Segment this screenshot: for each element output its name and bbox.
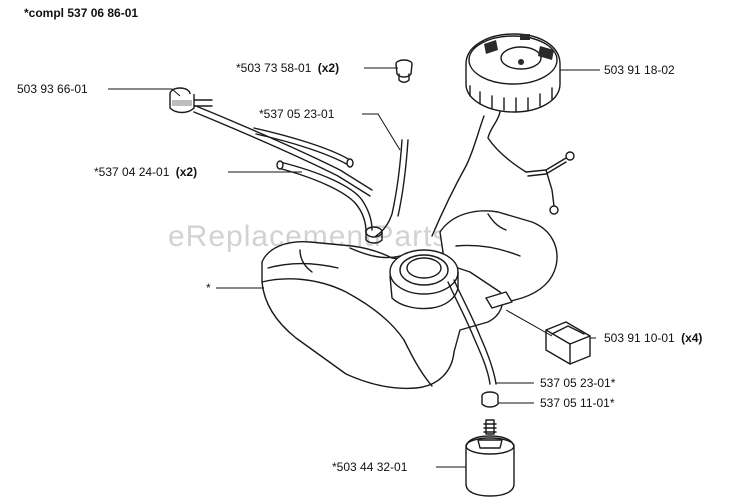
fuel-cap[interactable] <box>465 33 575 215</box>
callout-503-91-10-01: 503 91 10-01 (x4) <box>604 331 702 345</box>
callout-tank: * <box>206 281 211 295</box>
callout-537-04-24-01: *537 04 24-01 (x2) <box>94 165 197 179</box>
rubber-mount[interactable] <box>545 321 591 365</box>
fuel-tank[interactable] <box>261 210 558 390</box>
fuel-filter-pickup-line[interactable] <box>169 87 373 197</box>
callout-537-05-23-01-upper: *537 05 23-01 <box>259 107 335 121</box>
callout-537-05-11-01: 537 05 11-01* <box>540 396 615 410</box>
leader-lines <box>108 67 600 468</box>
fuel-hose-pair[interactable] <box>253 127 373 233</box>
upper-fuel-hose[interactable] <box>375 139 403 237</box>
callout-503-91-18-02: 503 91 18-02 <box>604 63 675 77</box>
lower-fuel-hose[interactable] <box>447 281 491 385</box>
grommet-lower[interactable] <box>481 391 499 408</box>
fuel-filter[interactable] <box>465 419 515 497</box>
grommet-top[interactable] <box>395 59 413 83</box>
callout-503-44-32-01: *503 44 32-01 <box>332 460 408 474</box>
callout-503-93-66-01: 503 93 66-01 <box>17 82 88 96</box>
assembly-title: *compl 537 06 86-01 <box>24 6 138 20</box>
callout-503-73-58-01: *503 73 58-01 (x2) <box>236 61 339 75</box>
callout-537-05-23-01-lower: 537 05 23-01* <box>540 376 616 390</box>
